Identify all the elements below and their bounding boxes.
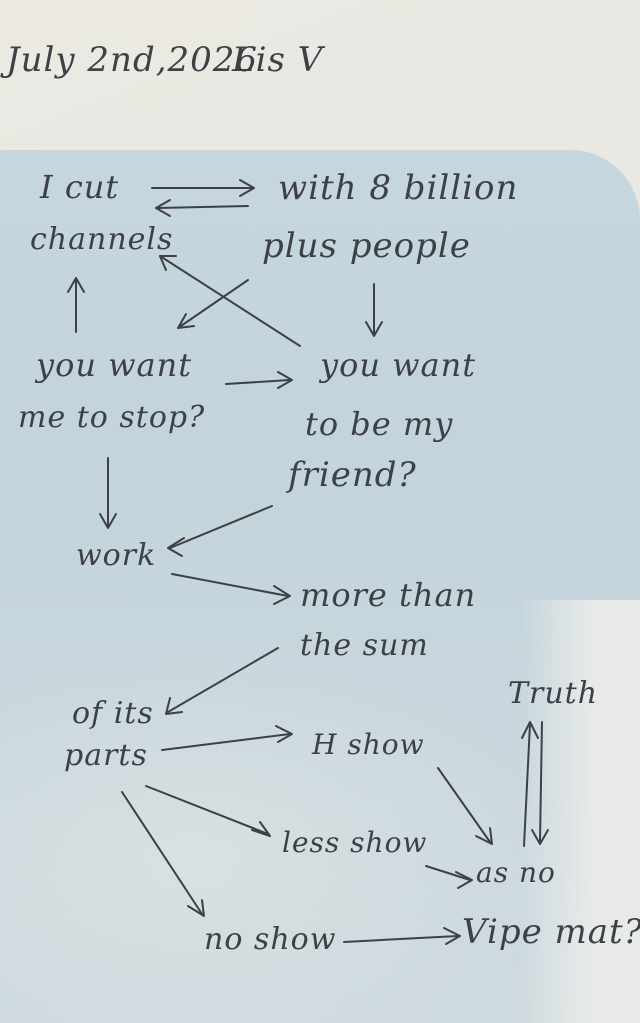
arrow-friend-to-work: [167, 505, 273, 557]
node-you-want-2: you want: [320, 346, 477, 384]
arrow-no-show-to-vipe: [343, 927, 461, 945]
arrow-stop-to-friend: [225, 371, 293, 389]
node-you-want-1: you want: [36, 346, 193, 384]
date-text: July 2nd,2026: [6, 40, 259, 80]
arrow-h-show-to-as-no: [437, 767, 493, 845]
node-truth: Truth: [508, 676, 599, 711]
author-text: Lis V: [232, 40, 324, 80]
arrow-sum-to-of-its: [165, 647, 279, 715]
arrow-parts-to-less-show: [145, 785, 271, 837]
arrow-people-down: [365, 283, 383, 337]
node-with-8-billion: with 8 billion: [278, 168, 519, 208]
arrow-billion-to-i-cut: [155, 199, 249, 217]
node-work: work: [76, 538, 157, 573]
arrow-down-to-work: [99, 457, 117, 529]
arrow-less-show-to-as-no: [425, 865, 473, 889]
node-h-show: H show: [312, 728, 425, 761]
node-less-show: less show: [282, 826, 428, 859]
node-more-than: more than: [300, 576, 477, 614]
arrow-as-no-up: [521, 721, 539, 847]
node-channels: channels: [30, 222, 174, 257]
node-to-be-my: to be my: [305, 405, 454, 443]
node-vipe-mat: Vipe mat?: [462, 912, 640, 952]
node-of-its: of its: [72, 696, 154, 731]
node-as-no: as no: [476, 856, 556, 889]
node-parts: parts: [64, 738, 148, 773]
arrow-work-to-more: [171, 573, 291, 605]
node-the-sum: the sum: [300, 628, 429, 663]
node-friend: friend?: [288, 455, 417, 495]
node-no-show: no show: [204, 922, 337, 957]
arrow-parts-to-h-show: [161, 725, 293, 751]
arrow-parts-to-no-show: [121, 791, 205, 917]
arrow-cross-to-you-want: [177, 279, 249, 329]
node-plus-people: plus people: [262, 226, 471, 266]
arrow-cross-to-channels: [159, 255, 301, 347]
node-i-cut: I cut: [40, 168, 120, 206]
arrow-i-cut-to-billion: [151, 179, 255, 197]
arrow-truth-down: [531, 721, 549, 845]
node-me-to-stop: me to stop?: [18, 400, 206, 435]
arrow-up-to-channels: [67, 277, 85, 333]
